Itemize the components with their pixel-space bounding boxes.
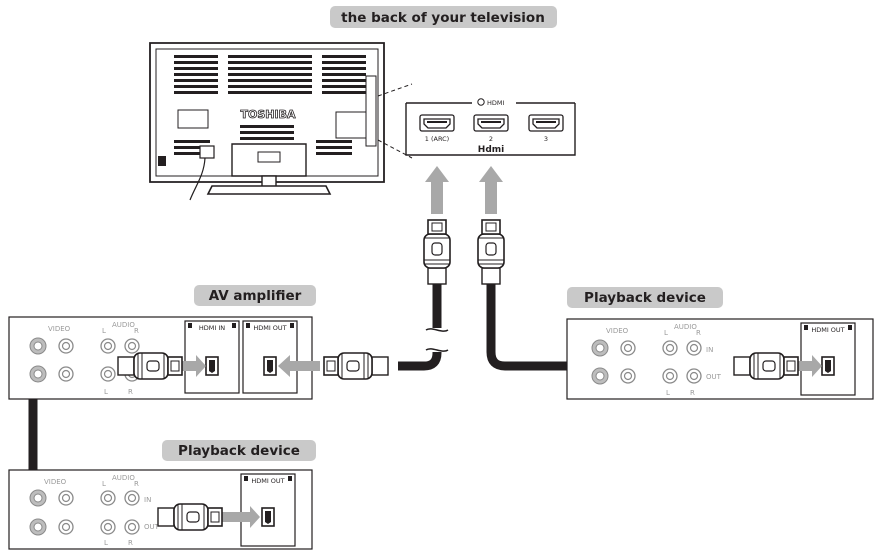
arrow-into-hdmi-1: [425, 166, 449, 214]
label-av-amplifier-text: AV amplifier: [209, 288, 302, 304]
hdmi-cable-tv-to-playback-right: [486, 284, 735, 371]
arrow-into-amp-hdmi-in: [182, 355, 206, 377]
hdmi-plug-tv-1: [423, 219, 451, 285]
right-video-label: VIDEO: [606, 327, 629, 335]
amp-hdmi-in-jack-icon: [205, 356, 219, 376]
bottom-audio-r-bottom: R: [128, 539, 133, 547]
hdmi-panel-title: HDMI: [487, 99, 505, 107]
amp-hdmi-out-jack-icon: [263, 356, 277, 376]
bottom-svideo-out-icon: [29, 518, 47, 536]
bottom-hdmi-out-jack-icon: [261, 507, 275, 527]
amp-video-out-icon: [58, 366, 74, 382]
amp-svideo-in-icon: [29, 337, 47, 355]
right-audio-l-top: L: [664, 329, 668, 337]
arrow-into-hdmi-2: [479, 166, 503, 214]
label-tv-back: the back of your television: [330, 6, 557, 28]
hdmi-plug-playback-right: [733, 352, 799, 380]
amp-video-label: VIDEO: [48, 325, 71, 333]
amp-audio-l-out-icon: [100, 366, 116, 382]
bottom-video-label: VIDEO: [44, 478, 67, 486]
hdmi-cable-tv-to-amp: [398, 284, 449, 371]
label-playback-right-text: Playback device: [584, 290, 706, 306]
bottom-in-label: IN: [144, 496, 151, 504]
bottom-audio-label: AUDIO: [112, 474, 135, 482]
amp-audio-r-in-icon: [124, 338, 140, 354]
tv-hdmi-panel: HDMI 1 (ARC) 2 3 Hdmi: [405, 98, 576, 156]
amp-hdmi-in-label: HDMI IN: [199, 324, 225, 332]
right-audio-r-top: R: [696, 329, 701, 337]
hdmi-plug-playback-bottom: [157, 503, 223, 531]
right-svideo-out-icon: [591, 367, 609, 385]
right-audio-r-in-icon: [686, 340, 702, 356]
right-out-label: OUT: [706, 373, 722, 381]
amp-audio-l-top: L: [102, 327, 106, 335]
hdmi-plug-tv-2: [477, 219, 505, 285]
bottom-out-label: OUT: [144, 523, 160, 531]
hdmi-plug-amp-in: [117, 352, 183, 380]
hdmi-port-2-icon: [473, 114, 509, 132]
label-playback-bottom: Playback device: [162, 440, 316, 461]
bottom-audio-l-in-icon: [100, 490, 116, 506]
bottom-audio-r-top: R: [134, 480, 139, 488]
arrow-into-bottom-hdmi-out: [222, 506, 260, 528]
hdmi-port-2-label: 2: [489, 135, 493, 143]
amp-audio-l-bottom: L: [104, 388, 108, 396]
amp-audio-r-top: R: [134, 327, 139, 335]
playback-right-panel: VIDEO AUDIO L R IN OUT L R HDMI OUT: [566, 318, 874, 400]
hdmi-logo: Hdmi: [478, 145, 504, 155]
amp-audio-r-bottom: R: [128, 388, 133, 396]
bottom-audio-l-out-icon: [100, 519, 116, 535]
right-audio-r-out-icon: [686, 368, 702, 384]
label-playback-right: Playback device: [567, 287, 723, 308]
right-hdmi-out-jack-icon: [821, 356, 835, 376]
amp-hdmi-out-label: HDMI OUT: [253, 324, 286, 332]
tv-vents: [174, 55, 366, 155]
bottom-audio-r-out-icon: [124, 519, 140, 535]
amp-audio-label: AUDIO: [112, 321, 135, 329]
bottom-audio-r-in-icon: [124, 490, 140, 506]
hdmi-port-1-icon: [419, 114, 455, 132]
hdmi-port-3-icon: [528, 114, 564, 132]
bottom-hdmi-out-label: HDMI OUT: [251, 477, 284, 485]
bottom-audio-l-bottom: L: [104, 539, 108, 547]
bottom-audio-l-top: L: [102, 480, 106, 488]
amp-svideo-out-icon: [29, 365, 47, 383]
television: TOSHIBA: [149, 42, 413, 201]
arrow-into-amp-hdmi-out: [278, 355, 320, 377]
right-in-label: IN: [706, 346, 713, 354]
label-av-amplifier: AV amplifier: [194, 285, 316, 306]
right-video-out-icon: [620, 368, 636, 384]
right-audio-r-bottom: R: [690, 389, 695, 397]
amp-video-in-icon: [58, 338, 74, 354]
right-audio-label: AUDIO: [674, 323, 697, 331]
amp-audio-l-in-icon: [100, 338, 116, 354]
right-video-in-icon: [620, 340, 636, 356]
right-hdmi-out-label: HDMI OUT: [811, 326, 844, 334]
arrow-into-right-hdmi-out: [798, 355, 822, 377]
bottom-video-out-icon: [58, 519, 74, 535]
bottom-video-in-icon: [58, 490, 74, 506]
right-audio-l-bottom: L: [666, 389, 670, 397]
right-svideo-in-icon: [591, 339, 609, 357]
right-audio-l-out-icon: [662, 368, 678, 384]
hdmi-port-3-label: 3: [544, 135, 548, 143]
bottom-svideo-in-icon: [29, 489, 47, 507]
right-audio-l-in-icon: [662, 340, 678, 356]
label-playback-bottom-text: Playback device: [178, 443, 300, 459]
label-tv-back-text: the back of your television: [341, 10, 545, 26]
hdmi-port-1-label: 1 (ARC): [425, 135, 449, 143]
hdmi-plug-amp-out: [323, 352, 389, 380]
tv-brand: TOSHIBA: [241, 108, 296, 121]
